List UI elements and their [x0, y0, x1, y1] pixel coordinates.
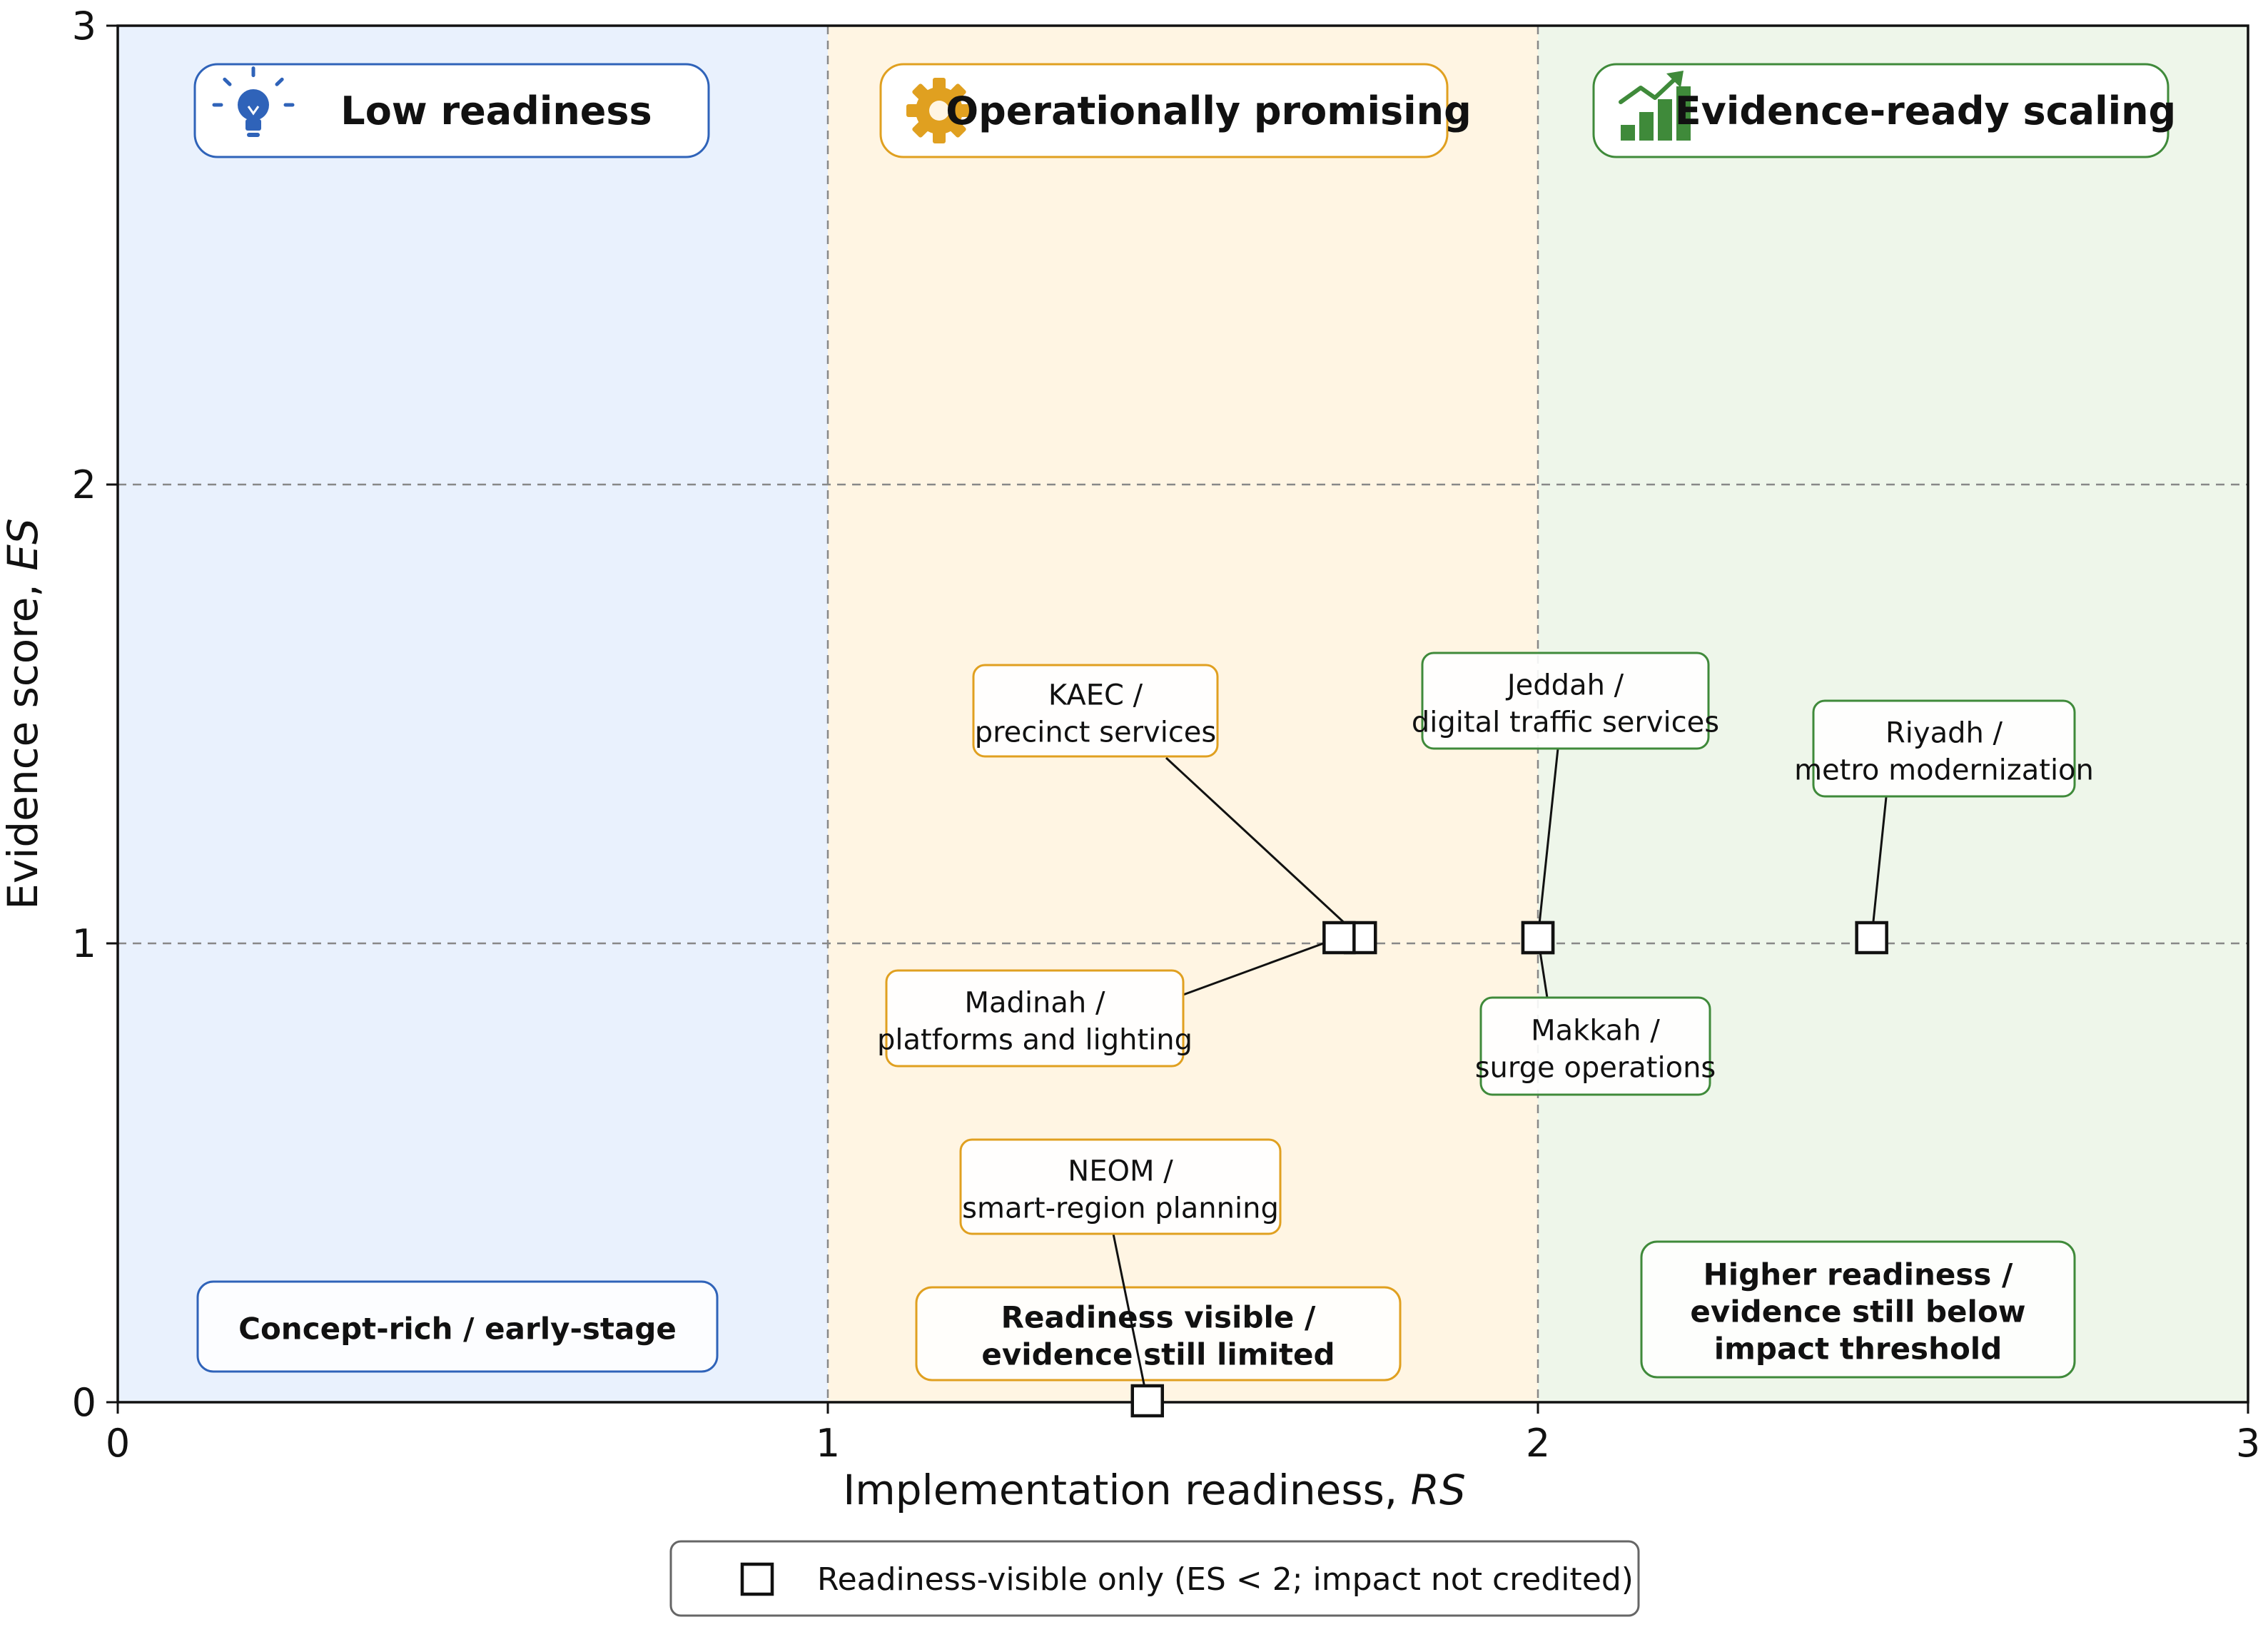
- lightbulb-icon: [212, 66, 295, 137]
- plot-frame: [116, 24, 2249, 1404]
- zone-title-box-evidence-ready-scaling: Evidence-ready scaling: [1592, 63, 2176, 158]
- point-marker-makkah: [1521, 921, 1555, 955]
- zone-title-box-operationally-promising: Operationally promising: [879, 63, 1472, 158]
- zone-title: Evidence-ready scaling: [1675, 88, 2176, 133]
- zone-notes-layer: Concept-rich / early-stage Readiness visi…: [196, 1240, 2076, 1382]
- zone-note-text: Concept-rich / early-stage: [238, 1312, 677, 1347]
- legend-box: [669, 1540, 1640, 1617]
- leader-line: [1112, 1233, 1149, 1402]
- point-label-madinah: Madinah /platforms and lighting: [877, 969, 1193, 1068]
- y-tick-label: 3: [72, 4, 96, 49]
- leader-line: [1537, 748, 1559, 938]
- point-label-text: Madinah /platforms and lighting: [877, 987, 1193, 1057]
- y-tick-label: 1: [72, 921, 96, 966]
- point-label-makkah: Makkah /surge operations: [1475, 996, 1716, 1096]
- point-label-kaec: KAEC /precinct services: [972, 664, 1219, 758]
- leader-lines-layer: [1112, 748, 1888, 1402]
- zone-title: Operationally promising: [946, 88, 1472, 133]
- x-tick-label: 3: [2236, 1421, 2260, 1466]
- leader-line: [1165, 756, 1362, 939]
- point-label-text: KAEC /precinct services: [975, 679, 1217, 749]
- point-label-neom: NEOM /smart-region planning: [959, 1138, 1282, 1235]
- point-marker-madinah: [1322, 921, 1356, 955]
- zone-low-readiness: [118, 26, 828, 1402]
- growth-chart-icon: [1619, 71, 1691, 141]
- y-tick-label: 0: [72, 1380, 96, 1425]
- legend-layer: Readiness-visible only (ES < 2; impact n…: [669, 1540, 1640, 1617]
- leader-line: [1870, 796, 1888, 938]
- zone-title-box-low-readiness: Low readiness: [193, 63, 710, 158]
- point-label-text: NEOM /smart-region planning: [962, 1155, 1279, 1225]
- grid-layer: [118, 26, 2248, 1402]
- legend-marker-open-square: [740, 1562, 774, 1596]
- y-tick-label: 2: [72, 462, 96, 507]
- point-marker-riyadh: [1855, 921, 1888, 955]
- point-label-text: Riyadh /metro modernization: [1794, 717, 2094, 787]
- zone-note-operationally-promising: Readiness visible /evidence still limite…: [915, 1286, 1402, 1382]
- x-tick-label: 1: [816, 1421, 840, 1466]
- legend-label: Readiness-visible only (ES < 2; impact n…: [817, 1561, 1634, 1598]
- x-tick-label: 0: [106, 1421, 130, 1466]
- point-label-riyadh: Riyadh /metro modernization: [1794, 699, 2094, 798]
- y-axis-title: Evidence score, ES: [0, 518, 47, 910]
- point-label-text: Jeddah /digital traffic services: [1412, 669, 1719, 739]
- zone-titles-layer: Low readiness Operationally promising Evid…: [193, 63, 2176, 158]
- x-tick-label: 2: [1526, 1421, 1550, 1466]
- zone-title: Low readiness: [340, 88, 652, 133]
- zone-note-low-readiness: Concept-rich / early-stage: [196, 1280, 719, 1373]
- point-marker-neom: [1130, 1384, 1164, 1418]
- point-label-jeddah: Jeddah /digital traffic services: [1412, 652, 1719, 750]
- legend: Readiness-visible only (ES < 2; impact n…: [669, 1540, 1640, 1617]
- x-axis-title: Implementation readiness, RS: [843, 1466, 1466, 1514]
- zone-note-text: Readiness visible /evidence still limite…: [981, 1300, 1335, 1372]
- point-label-text: Makkah /surge operations: [1475, 1015, 1716, 1085]
- points-layer: [1130, 921, 1888, 1418]
- gear-icon: [906, 78, 972, 143]
- leader-line: [1183, 936, 1340, 996]
